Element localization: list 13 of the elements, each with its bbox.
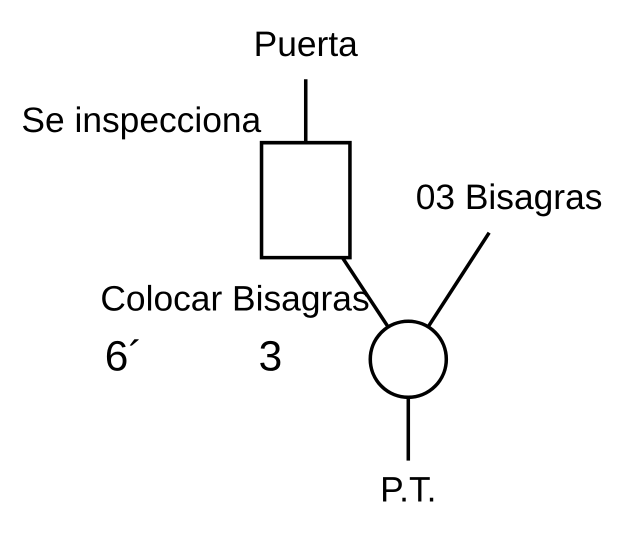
node-text: 03 Bisagras [416, 178, 602, 217]
connector [304, 79, 308, 142]
node-text: P.T. [380, 470, 436, 510]
node-label: Colocar Bisagras [100, 280, 370, 319]
node-box [260, 140, 352, 260]
label: 3 [258, 332, 282, 380]
connector [406, 398, 410, 461]
node-text: Puerta [254, 25, 358, 64]
connector [426, 232, 491, 328]
connector [341, 257, 390, 328]
node-circle [368, 320, 448, 400]
node-label: Se inspecciona [21, 101, 262, 140]
label: 6´ [104, 332, 142, 380]
